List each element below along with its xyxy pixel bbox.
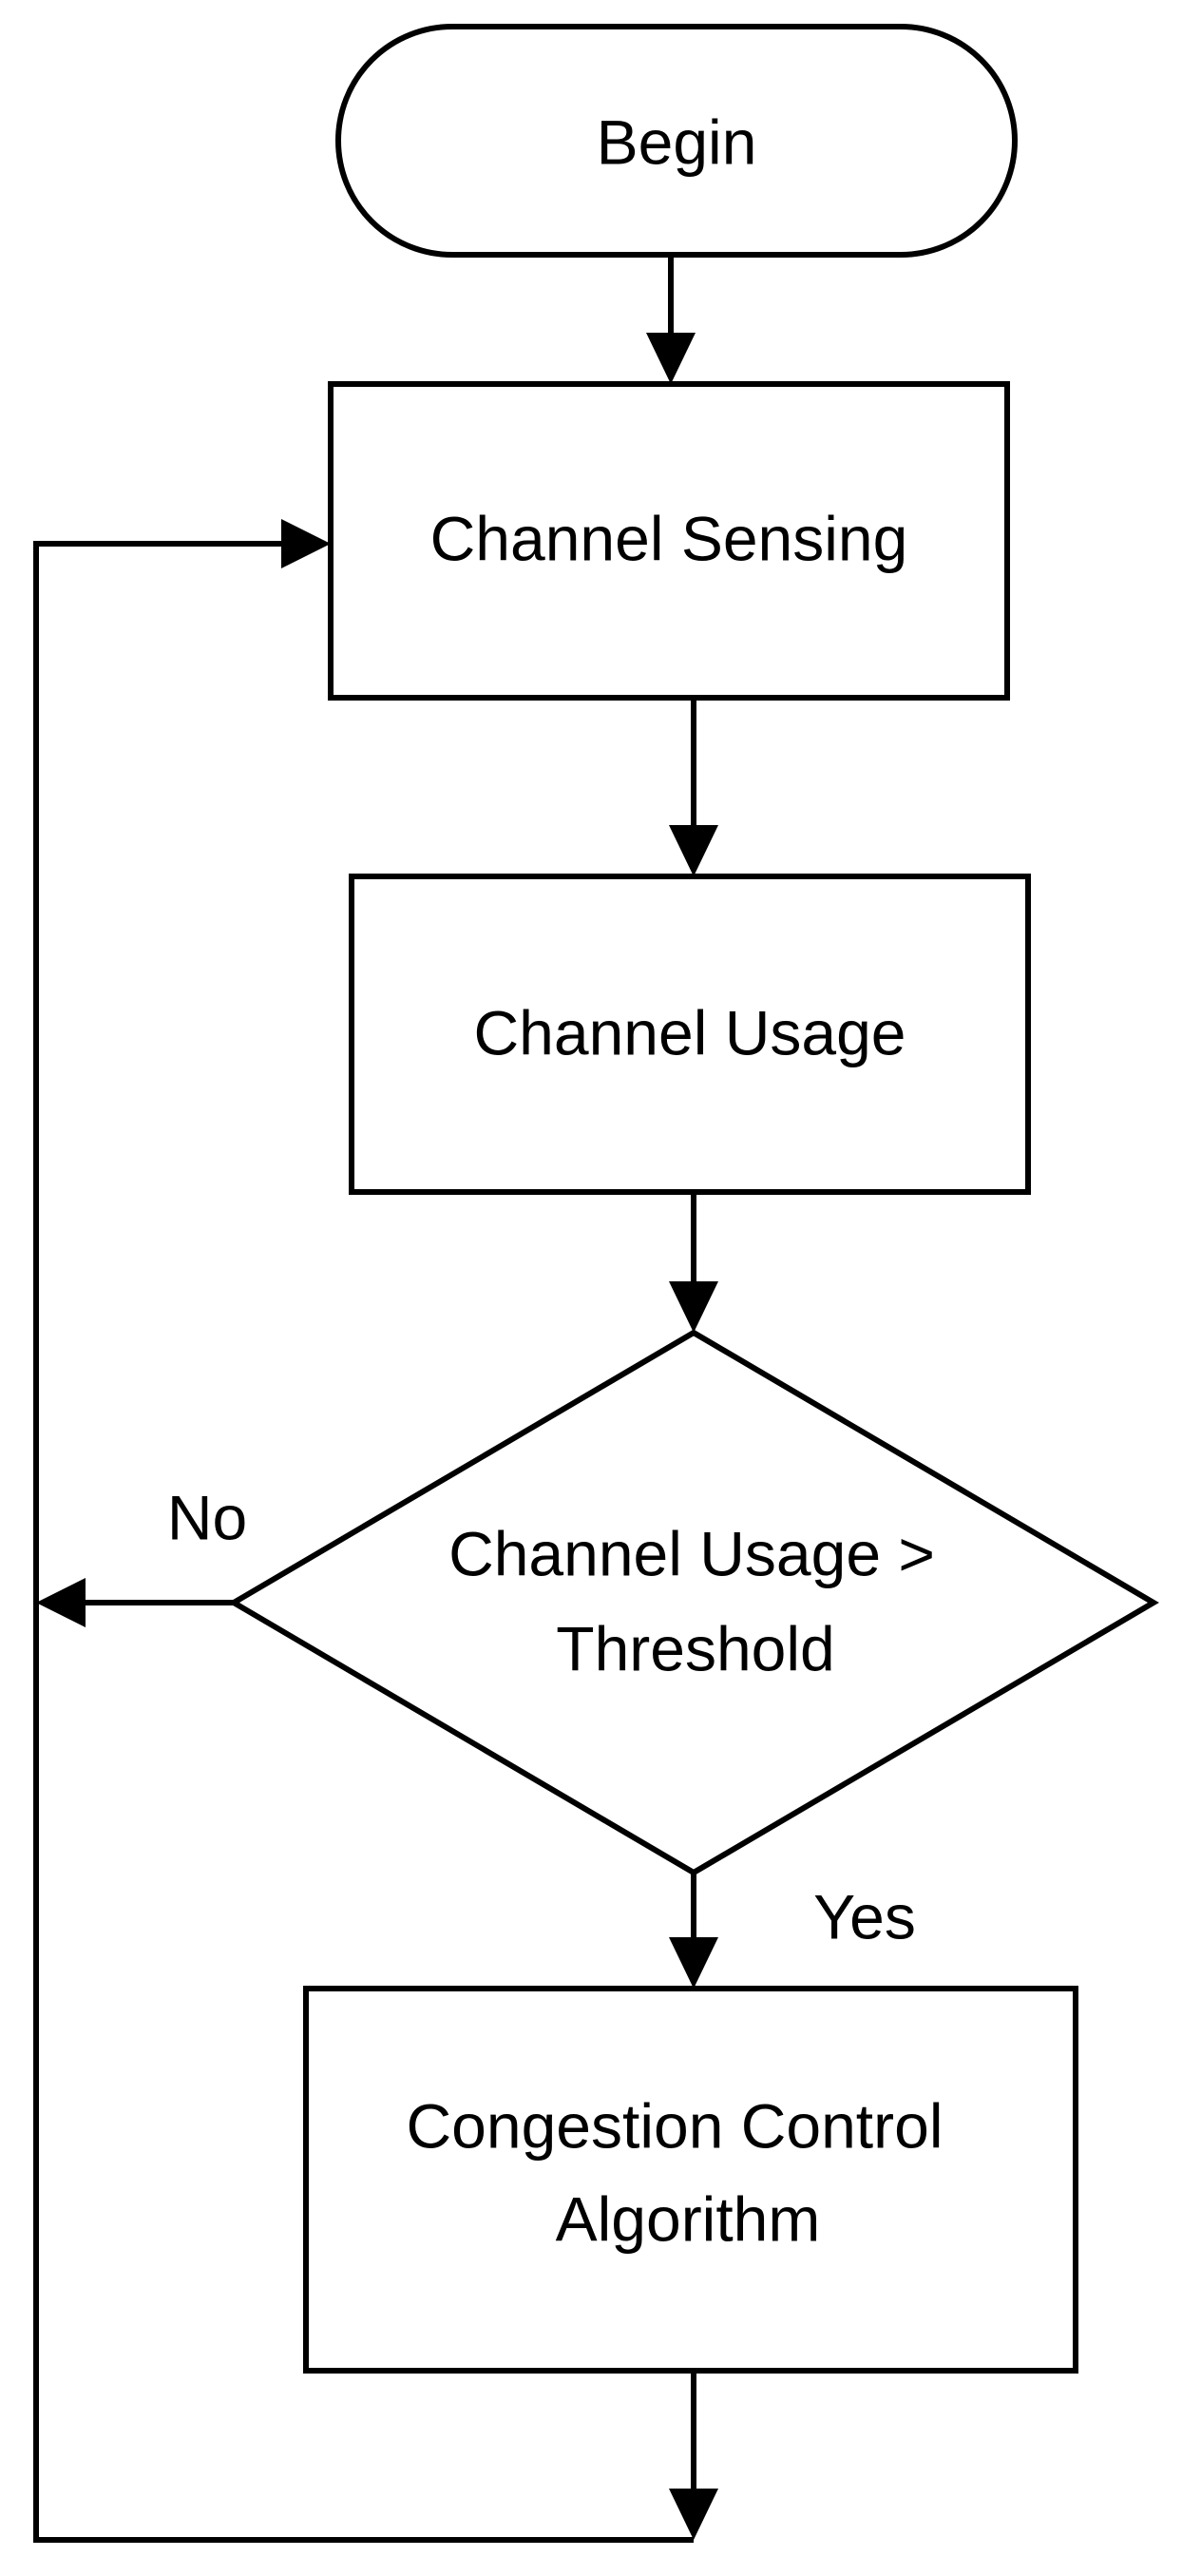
begin-terminator	[335, 24, 1018, 258]
arrowhead-usage-to-decision	[669, 1281, 718, 1333]
begin-label: Begin	[597, 106, 757, 177]
channel-sensing-label: Channel Sensing	[430, 503, 908, 573]
yes-label: Yes	[813, 1881, 916, 1951]
threshold-decision	[228, 1329, 1159, 1876]
congestion-control-label-line1: Congestion Control	[407, 2090, 944, 2161]
feedback-loop-line	[33, 541, 694, 2543]
decision-label-line1: Channel Usage >	[448, 1518, 935, 1588]
decision-label-line2: Threshold	[556, 1613, 835, 1683]
arrowhead-sensing-to-usage	[669, 825, 718, 876]
arrowhead-control-down	[669, 2489, 718, 2540]
channel-sensing-box	[328, 381, 1010, 701]
congestion-control-box	[303, 1986, 1078, 2374]
no-label: No	[167, 1482, 247, 1552]
arrowhead-yes-branch	[669, 1937, 718, 1989]
channel-usage-box	[349, 874, 1031, 1195]
arrowhead-begin-to-sensing	[646, 333, 696, 384]
arrowhead-no-branch	[36, 1578, 86, 1627]
arrowhead-feedback-loop	[281, 519, 331, 568]
channel-usage-label: Channel Usage	[474, 997, 906, 1067]
congestion-control-label-line2: Algorithm	[556, 2183, 821, 2254]
